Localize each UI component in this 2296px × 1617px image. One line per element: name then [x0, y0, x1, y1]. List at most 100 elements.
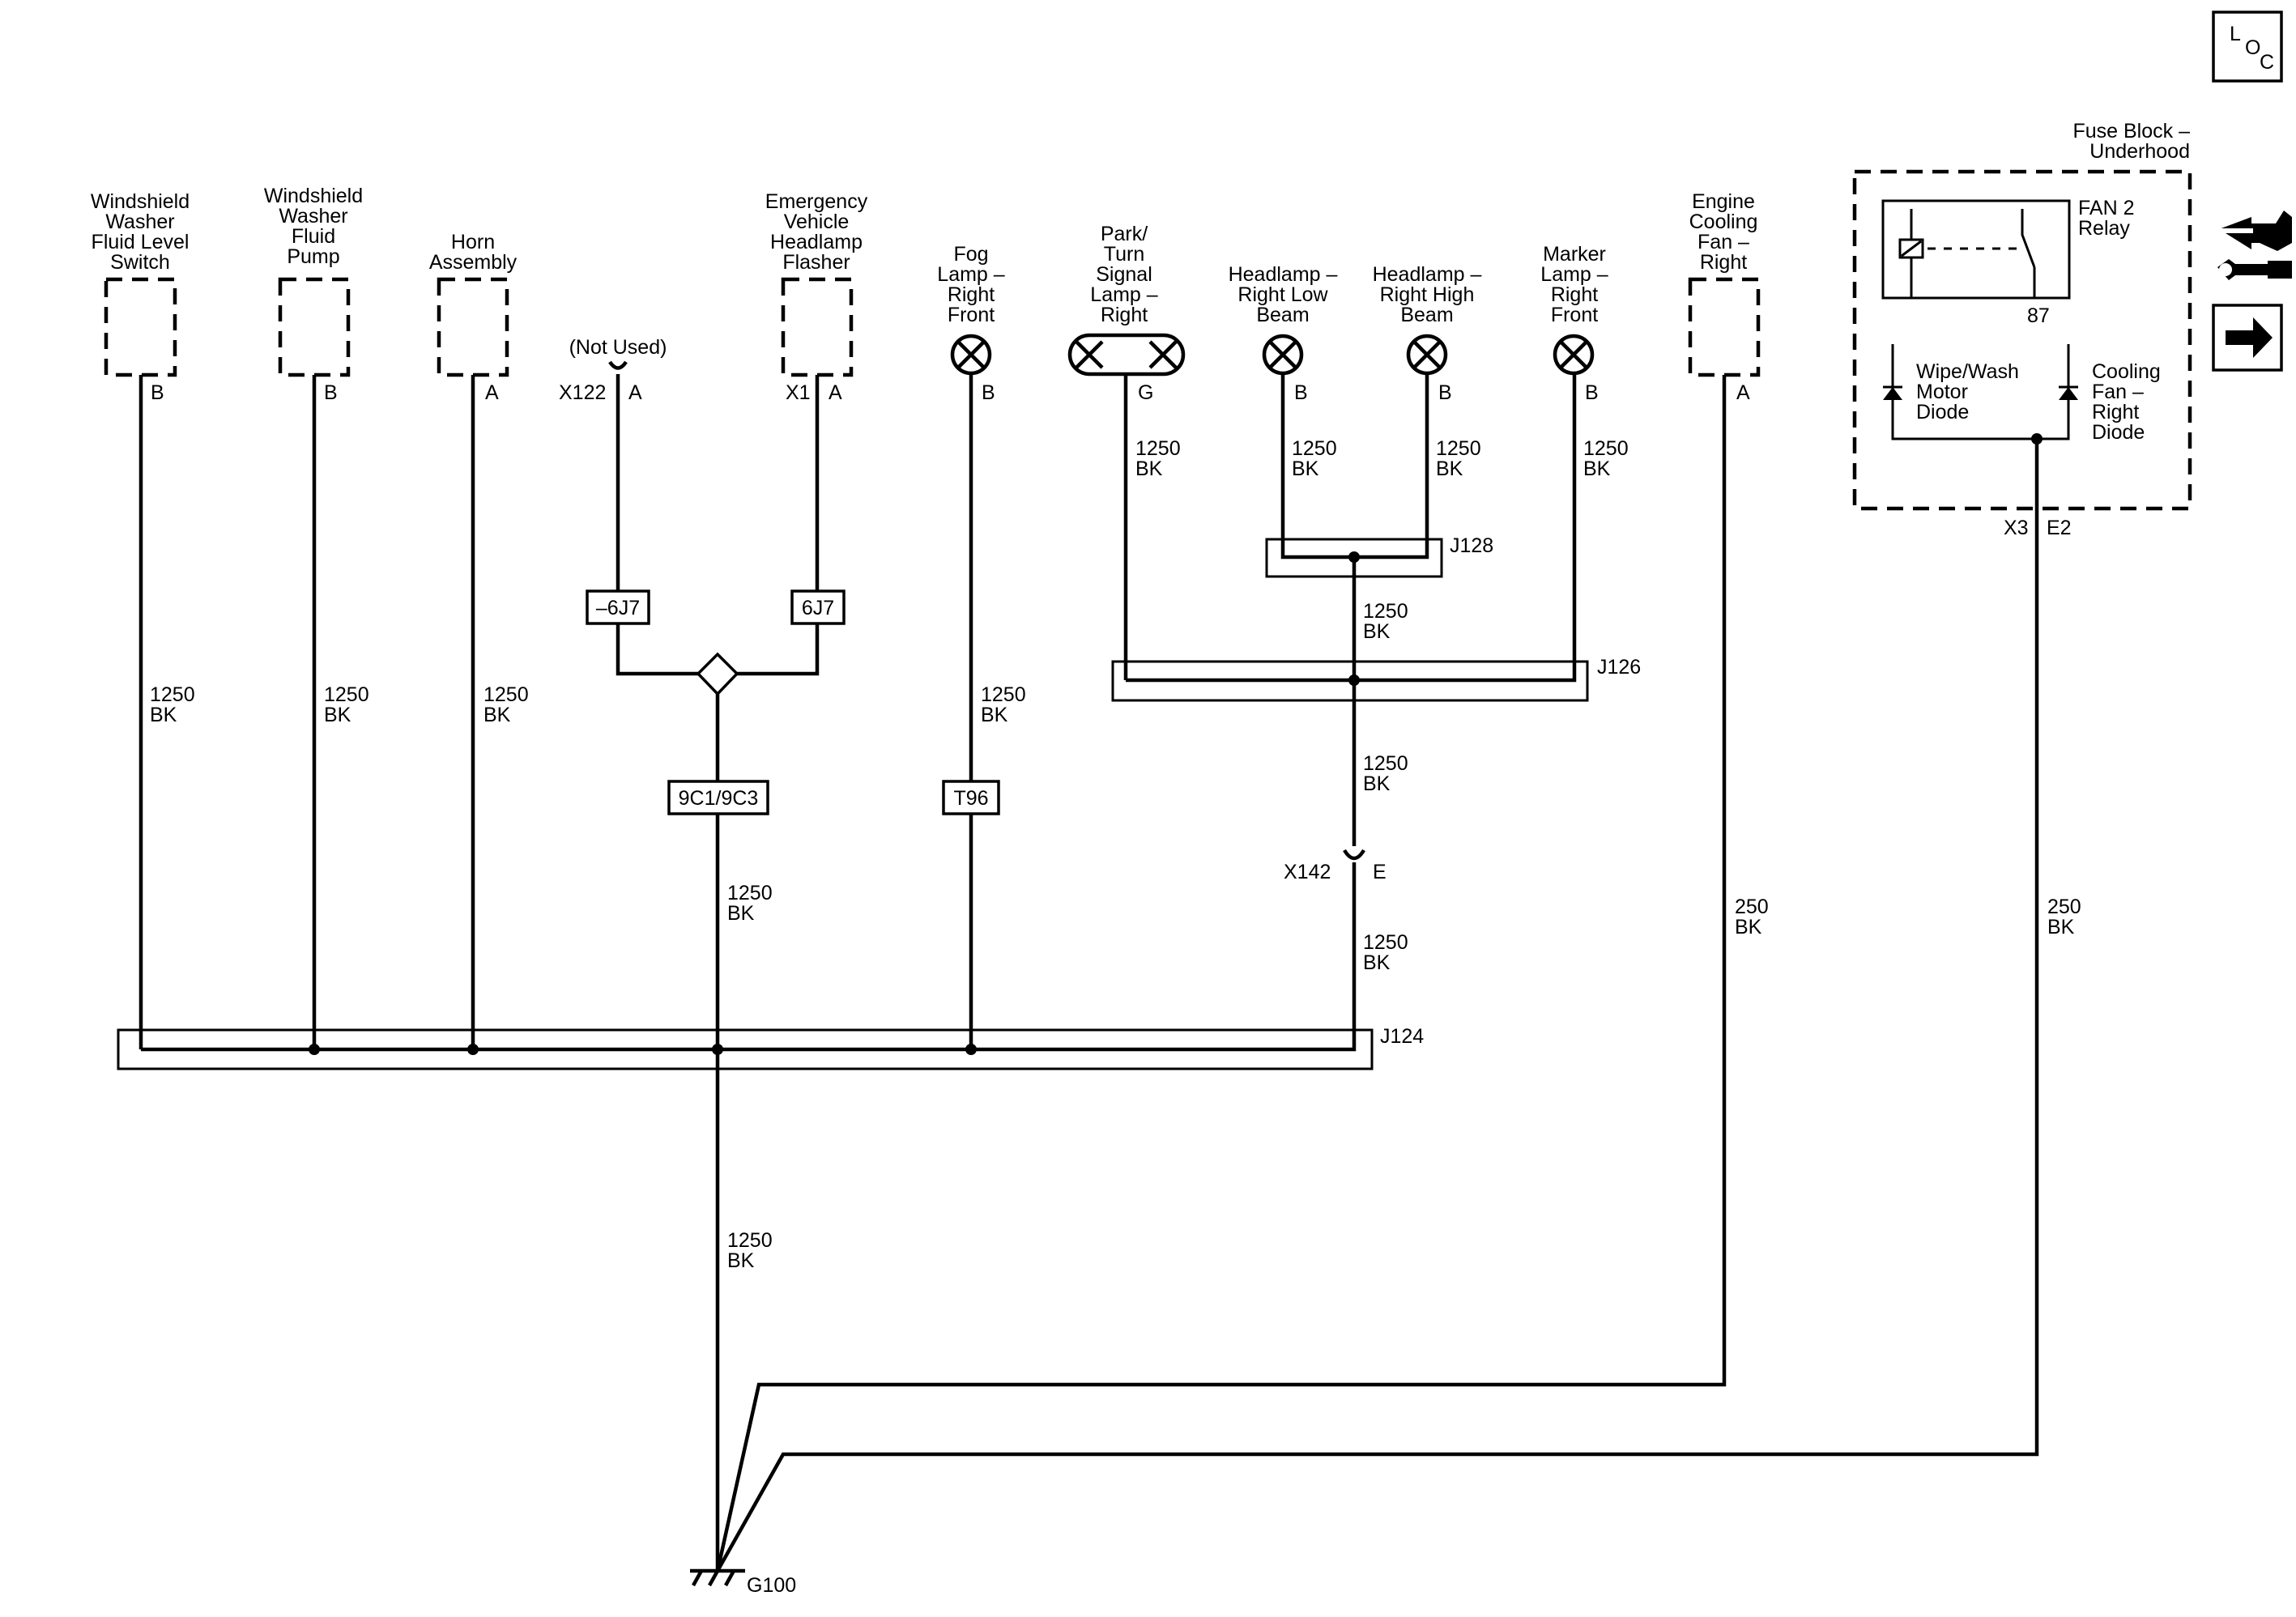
svg-text:1250: 1250	[1363, 931, 1408, 954]
svg-text:Lamp –: Lamp –	[1540, 263, 1608, 286]
svg-text:Fluid Level: Fluid Level	[92, 231, 190, 253]
svg-text:–6J7: –6J7	[596, 597, 640, 619]
wrench-icon[interactable]	[2217, 259, 2292, 280]
wire-flasher-lower	[737, 623, 820, 676]
fan-diode-label: Cooling Fan – Right Diode	[2092, 360, 2161, 444]
svg-text:1250: 1250	[981, 683, 1026, 706]
svg-text:250: 250	[2047, 896, 2081, 918]
svg-text:Fluid: Fluid	[292, 225, 335, 248]
fog-lamp-label: Fog Lamp – Right Front	[937, 243, 1004, 326]
svg-text:FAN 2: FAN 2	[2078, 197, 2134, 219]
marker-lamp-label: Marker Lamp – Right Front	[1540, 243, 1608, 326]
park-lamp-bulb[interactable]	[1067, 333, 1186, 377]
washer-pump-label: Windshield Washer Fluid Pump	[264, 185, 363, 268]
wipe-wash-diode[interactable]	[1883, 344, 2037, 440]
svg-text:Park/: Park/	[1101, 223, 1148, 245]
wire-label-j126-x142: 1250 BK	[1363, 752, 1408, 795]
svg-text:Right Low: Right Low	[1237, 283, 1328, 306]
svg-text:BK: BK	[727, 1249, 755, 1272]
wire-marker-lamp	[1126, 373, 1577, 683]
svg-text:Right: Right	[948, 283, 995, 306]
flasher-component[interactable]	[781, 277, 854, 377]
svg-text:Assembly: Assembly	[429, 251, 518, 274]
svg-text:Front: Front	[948, 304, 995, 326]
svg-text:1250: 1250	[1363, 752, 1408, 775]
wire-label-x142-j124: 1250 BK	[1363, 931, 1408, 974]
svg-text:BK: BK	[150, 704, 177, 726]
svg-text:BK: BK	[324, 704, 351, 726]
svg-text:BK: BK	[1363, 620, 1391, 643]
ref-t96[interactable]: T96	[942, 780, 1000, 815]
cooling-fan-diode[interactable]	[2037, 344, 2078, 440]
svg-text:Fuse Block –: Fuse Block –	[2072, 120, 2190, 143]
ref-c9[interactable]: 9C1/9C3	[667, 780, 769, 815]
svg-text:Windshield: Windshield	[91, 190, 190, 213]
splice-j124[interactable]	[117, 1028, 1374, 1070]
pin-x122: A	[628, 381, 642, 404]
svg-text:Switch: Switch	[110, 251, 170, 274]
svg-text:Diode: Diode	[1916, 401, 1969, 423]
svg-text:BK: BK	[1135, 457, 1163, 480]
wire-label-c9: 1250 BK	[727, 882, 773, 925]
connector-x3-label: X3	[2004, 517, 2029, 539]
splice-j126[interactable]	[1111, 660, 1589, 702]
svg-text:Emergency: Emergency	[765, 190, 868, 213]
svg-text:BK: BK	[1363, 951, 1391, 974]
ref-pos-6j7[interactable]: 6J7	[790, 589, 846, 625]
svg-text:Lamp –: Lamp –	[937, 263, 1004, 286]
washer-switch-label: Windshield Washer Fluid Level Switch	[91, 190, 190, 274]
arrow-right-icon[interactable]	[2212, 304, 2283, 372]
svg-text:BK: BK	[1735, 916, 1762, 938]
svg-text:Cooling: Cooling	[1689, 211, 1758, 233]
svg-text:Beam: Beam	[1256, 304, 1309, 326]
svg-text:Relay: Relay	[2078, 217, 2130, 240]
splice-dot-j126	[1348, 674, 1360, 686]
pin-horn: A	[485, 381, 499, 404]
wire-label-horn: 1250 BK	[483, 683, 529, 726]
svg-text:Headlamp –: Headlamp –	[1229, 263, 1338, 286]
high-beam-bulb[interactable]	[1406, 334, 1448, 376]
wire-label-low-beam: 1250 BK	[1292, 437, 1337, 480]
svg-text:Flasher: Flasher	[782, 251, 850, 274]
fan-relay[interactable]	[1881, 199, 2071, 300]
svg-text:1250: 1250	[483, 683, 529, 706]
fog-lamp-bulb[interactable]	[950, 334, 992, 376]
svg-text:Pump: Pump	[287, 245, 339, 268]
svg-text:Right: Right	[1101, 304, 1148, 326]
marker-lamp-bulb[interactable]	[1553, 334, 1595, 376]
loc-badge[interactable]: L O C	[2212, 11, 2283, 83]
wire-label-washer-pump: 1250 BK	[324, 683, 369, 726]
fan-relay-label: FAN 2 Relay	[2078, 197, 2134, 240]
washer-switch-component[interactable]	[104, 277, 177, 377]
washer-pump-component[interactable]	[278, 277, 351, 377]
wire-label-washer-switch: 1250 BK	[150, 683, 195, 726]
wire-label-fog: 1250 BK	[981, 683, 1026, 726]
splice-j128[interactable]	[1265, 538, 1443, 578]
splice-dot-j124-horn	[467, 1044, 479, 1055]
svg-text:9C1/9C3: 9C1/9C3	[679, 787, 759, 810]
svg-text:Washer: Washer	[105, 211, 174, 233]
horn-component[interactable]	[437, 277, 509, 377]
svg-text:Right: Right	[1551, 283, 1598, 306]
svg-text:Motor: Motor	[1916, 381, 1968, 403]
svg-text:Right: Right	[2092, 401, 2139, 423]
svg-text:Fog: Fog	[953, 243, 988, 266]
wire-x142-j124	[141, 862, 1357, 1052]
wipe-diode-label: Wipe/Wash Motor Diode	[1916, 360, 2019, 423]
loc-letter-c: C	[2260, 51, 2274, 74]
wire-label-cooling-fan: 250 BK	[1735, 896, 1769, 938]
loc-letter-l: L	[2230, 23, 2241, 45]
connector-x142-label: X142	[1284, 861, 1331, 883]
splice-dot-j124-pump	[309, 1044, 320, 1055]
fuse-block-enclosure[interactable]	[1852, 169, 2192, 511]
svg-text:1250: 1250	[1292, 437, 1337, 460]
svg-text:Windshield: Windshield	[264, 185, 363, 207]
cooling-fan-component[interactable]	[1688, 277, 1761, 377]
splice-diamond[interactable]	[696, 652, 739, 696]
harness-connector-icon[interactable]	[2219, 211, 2292, 251]
ref-neg-6j7[interactable]: –6J7	[586, 589, 650, 625]
low-beam-bulb[interactable]	[1262, 334, 1304, 376]
svg-text:250: 250	[1735, 896, 1769, 918]
splice-dot-j124-fog	[965, 1044, 977, 1055]
